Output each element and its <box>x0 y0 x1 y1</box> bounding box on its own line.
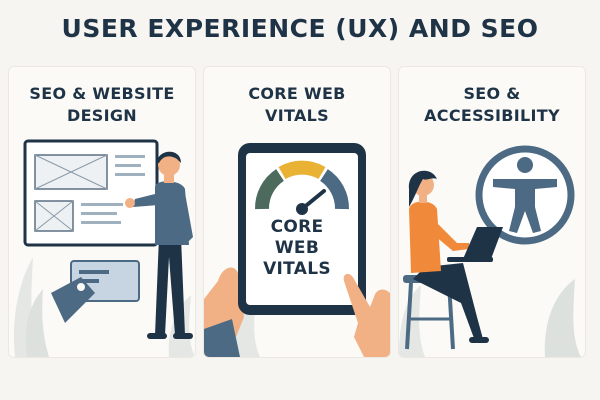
laptop-icon <box>447 227 503 262</box>
core-web-vitals-illustration <box>204 143 390 357</box>
tablet-screen-text: CORE WEB VITALS <box>263 217 331 279</box>
panel-title: SEO & ACCESSIBILITY <box>424 84 560 125</box>
wireframe-board-icon <box>23 139 159 247</box>
website-design-illustration <box>13 139 195 357</box>
presenter-figure <box>125 151 193 339</box>
panel-title: SEO & WEBSITE DESIGN <box>29 84 175 125</box>
page-title: USER EXPERIENCE (UX) AND SEO <box>61 14 539 43</box>
panel-seo-accessibility: SEO & ACCESSIBILITY <box>398 66 586 358</box>
accessibility-icon <box>475 145 575 245</box>
panel-title: CORE WEB VITALS <box>248 84 346 125</box>
gauge-icon <box>255 160 349 215</box>
panel-core-web-vitals: CORE WEB VITALS CORE WEB VITALS <box>203 66 391 358</box>
panel-seo-website-design: SEO & WEBSITE DESIGN <box>8 66 196 358</box>
price-tag-icon <box>51 277 95 323</box>
woman-with-laptop-figure <box>408 170 489 343</box>
accessibility-illustration <box>399 145 581 357</box>
